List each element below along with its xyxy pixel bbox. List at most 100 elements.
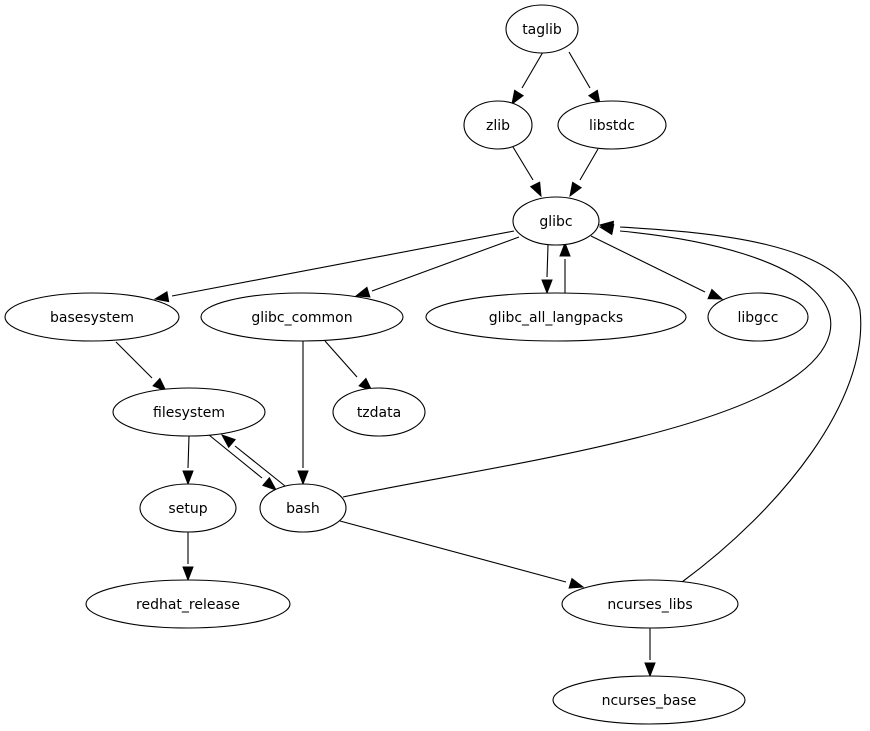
edge-ncurses_libs-to-glibc — [598, 220, 862, 583]
node-ellipse — [332, 387, 426, 437]
arrowhead-icon — [587, 89, 601, 106]
edge-line — [521, 51, 544, 89]
arrowhead-icon — [152, 377, 168, 392]
node-tzdata[interactable]: tzdata — [332, 387, 426, 437]
node-redhat-release[interactable]: redhat_release — [85, 579, 291, 629]
edges — [115, 51, 862, 678]
edge-line — [546, 244, 549, 278]
arrowhead-icon — [644, 662, 656, 678]
arrowhead-icon — [220, 434, 237, 449]
edge-line — [590, 235, 706, 293]
edge-glibc_all_langpacks-to-glibc — [559, 241, 571, 293]
node-label: bash — [286, 501, 320, 517]
node-ellipse — [4, 292, 180, 342]
edge-line — [342, 230, 832, 498]
node-label: filesystem — [153, 405, 225, 421]
node-glibc[interactable]: glibc — [512, 196, 600, 246]
node-filesystem[interactable]: filesystem — [112, 387, 266, 437]
arrowhead-icon — [569, 181, 583, 198]
arrowhead-icon — [297, 470, 309, 486]
edge-line — [187, 435, 190, 469]
node-libgcc[interactable]: libgcc — [707, 292, 809, 342]
edge-line — [208, 434, 263, 479]
edge-ncurses_libs-to-ncurses_base — [644, 628, 656, 678]
node-ncurses-libs[interactable]: ncurses_libs — [561, 579, 739, 629]
arrowhead-icon — [182, 566, 194, 582]
edge-line — [324, 340, 358, 378]
edge-line — [568, 51, 591, 89]
edge-glibc_common-to-bash — [297, 341, 309, 486]
arrowhead-icon — [529, 181, 542, 198]
edge-glibc-to-glibc_common — [354, 236, 520, 298]
node-ellipse — [707, 292, 809, 342]
node-label: ncurses_base — [602, 693, 697, 709]
node-zlib[interactable]: zlib — [463, 100, 533, 150]
node-ellipse — [552, 675, 746, 725]
edge-line — [339, 520, 567, 583]
arrowhead-icon — [262, 476, 278, 491]
node-label: glibc — [539, 214, 572, 230]
node-ncurses-base[interactable]: ncurses_base — [552, 675, 746, 725]
edge-taglib-to-zlib — [511, 51, 544, 106]
node-ellipse — [112, 387, 266, 437]
edge-zlib-to-glibc — [512, 146, 542, 198]
edge-bash-to-filesystem — [220, 434, 286, 487]
arrowhead-icon — [511, 89, 525, 106]
node-bash[interactable]: bash — [259, 483, 347, 533]
edge-filesystem-to-setup — [182, 435, 194, 486]
node-label: libgcc — [738, 310, 779, 326]
node-ellipse — [200, 292, 404, 342]
nodes: taglib zlib libstdc glibc basesystem glibc_co… — [4, 4, 809, 725]
edge-glibc-to-glibc_all_langpacks — [541, 244, 553, 295]
node-ellipse — [505, 4, 579, 54]
edge-line — [619, 226, 862, 583]
node-label: glibc_all_langpacks — [489, 310, 623, 326]
edge-line — [171, 230, 515, 297]
arrowhead-icon — [707, 288, 724, 300]
node-ellipse — [139, 483, 237, 533]
edge-filesystem-to-bash — [208, 434, 278, 491]
edge-line — [234, 445, 286, 487]
node-label: ncurses_libs — [607, 597, 692, 613]
arrowhead-icon — [568, 577, 585, 589]
node-ellipse — [259, 483, 347, 533]
node-label: libstdc — [589, 118, 635, 134]
node-taglib[interactable]: taglib — [505, 4, 579, 54]
node-label: tzdata — [357, 405, 401, 421]
node-ellipse — [425, 292, 687, 342]
arrowhead-icon — [354, 286, 371, 298]
edge-line — [115, 341, 153, 379]
edge-bash-to-glibc — [342, 224, 832, 498]
node-ellipse — [561, 579, 739, 629]
arrowhead-icon — [182, 470, 194, 486]
edge-bash-to-ncurses_libs — [339, 520, 585, 589]
edge-line — [512, 146, 534, 181]
node-label: taglib — [522, 22, 562, 38]
edge-glibc-to-libgcc — [590, 235, 724, 300]
edge-line — [579, 148, 599, 181]
node-label: glibc_common — [251, 310, 352, 326]
node-ellipse — [85, 579, 291, 629]
arrowhead-icon — [541, 279, 553, 295]
edge-taglib-to-libstdc — [568, 51, 601, 106]
node-setup[interactable]: setup — [139, 483, 237, 533]
edge-basesystem-to-filesystem — [115, 341, 168, 392]
edge-libstdc-to-glibc — [569, 148, 599, 198]
node-glibc-all-langpacks[interactable]: glibc_all_langpacks — [425, 292, 687, 342]
arrowhead-icon — [358, 377, 374, 392]
node-glibc-common[interactable]: glibc_common — [200, 292, 404, 342]
edge-line — [371, 236, 520, 292]
node-label: zlib — [486, 118, 510, 134]
node-ellipse — [463, 100, 533, 150]
arrowhead-icon — [153, 291, 170, 303]
node-ellipse — [512, 196, 600, 246]
node-label: setup — [168, 501, 207, 517]
edge-glibc_common-to-tzdata — [324, 340, 374, 392]
node-ellipse — [557, 100, 667, 150]
edge-glibc-to-basesystem — [153, 230, 515, 303]
edge-setup-to-redhat_release — [182, 532, 194, 582]
node-libstdc[interactable]: libstdc — [557, 100, 667, 150]
node-basesystem[interactable]: basesystem — [4, 292, 180, 342]
